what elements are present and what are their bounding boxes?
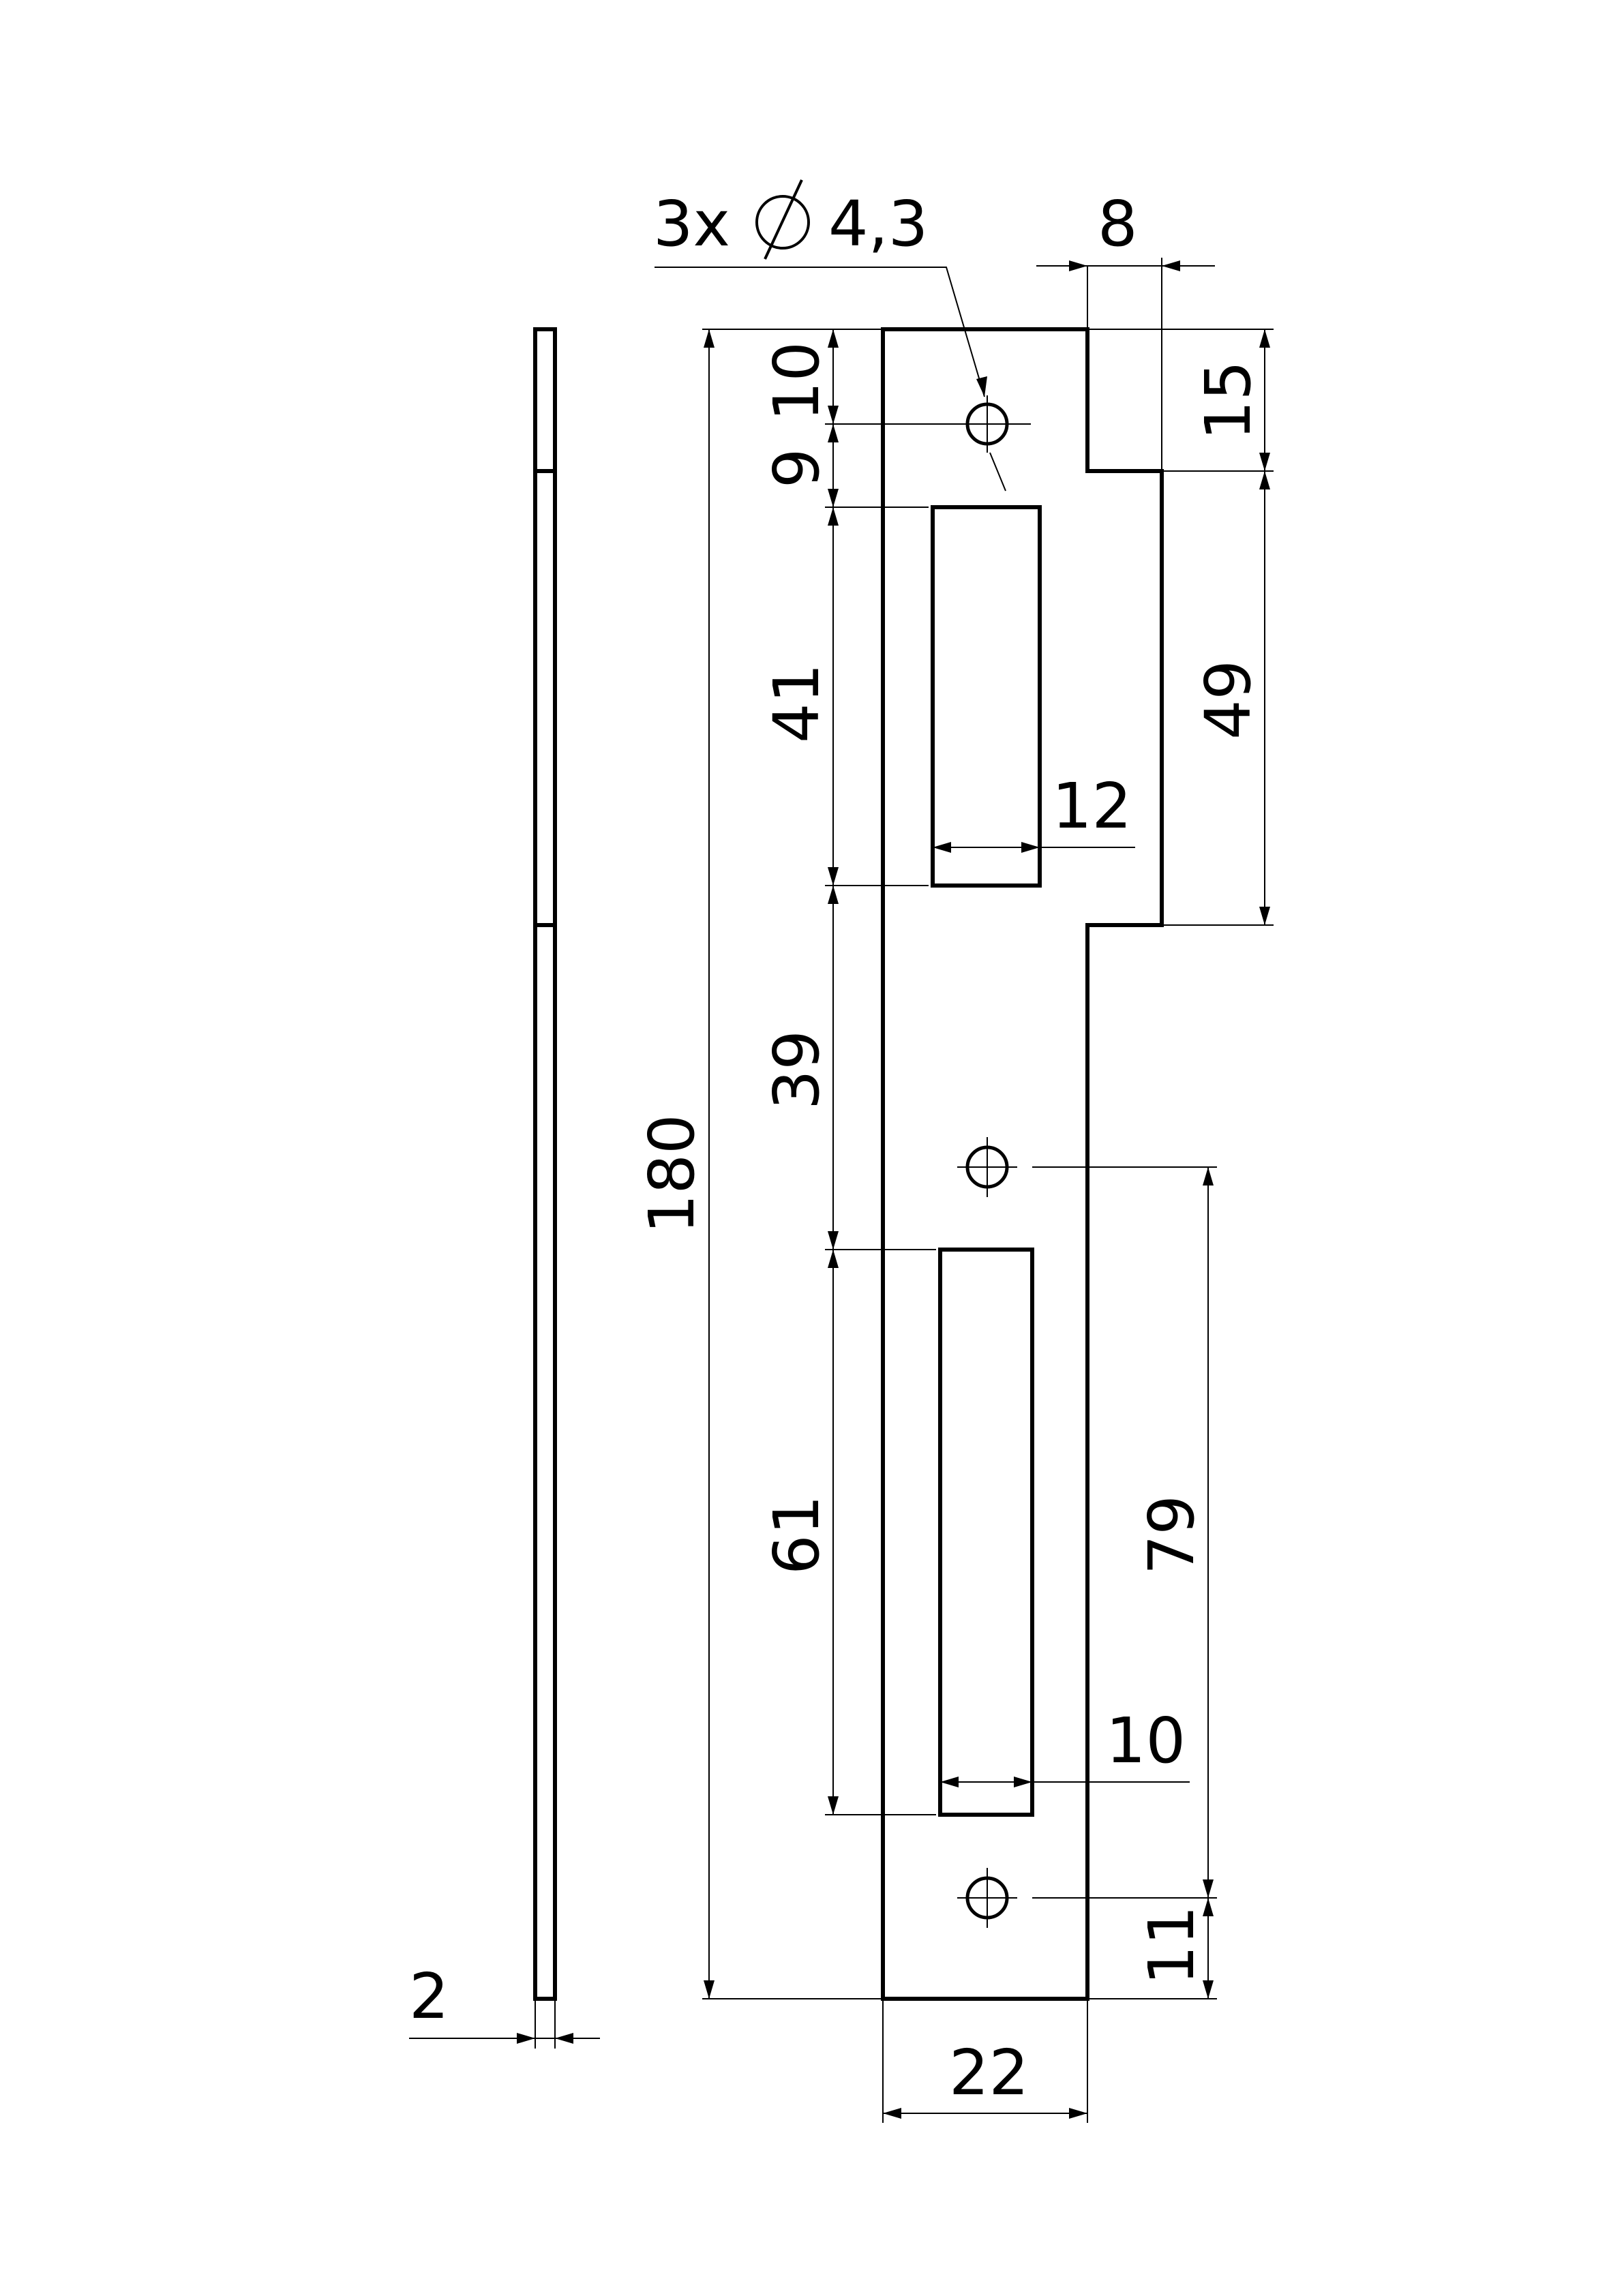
plate-width-label: 22	[949, 2036, 1029, 2109]
plate-thickness-label: 2	[409, 1960, 449, 2033]
overall-length-label: 180	[635, 1114, 708, 1234]
mounting-hole-middle	[957, 1137, 1017, 1197]
lower-slot	[938, 1248, 1034, 1817]
hole-diameter-label: 4,3	[828, 187, 928, 260]
upper-slot	[931, 505, 1042, 888]
side-view	[533, 327, 557, 2001]
lower-slot-width-label: 10	[1106, 1704, 1186, 1777]
lip-length-label: 49	[1192, 660, 1265, 740]
hole-count-label: 3x	[653, 187, 730, 260]
bottom-hole-offset-label: 11	[1135, 1905, 1208, 1985]
slot-gap-label: 39	[760, 1030, 833, 1110]
top-to-hole-label: 10	[760, 342, 833, 421]
dimension-labels: 3x 4,3 8 12 10 22 2 180 10 9 41 39 61 15…	[409, 179, 1265, 2109]
upper-slot-width-label: 12	[1052, 770, 1132, 843]
front-view	[825, 327, 1164, 2001]
extension-lines	[535, 258, 1274, 2123]
plate-outline	[881, 327, 1164, 2001]
mounting-hole-top	[825, 395, 1031, 453]
side-view-outline	[533, 327, 557, 2001]
hole-callout-leader	[655, 267, 985, 397]
lower-slot-length-label: 61	[760, 1495, 833, 1575]
dimension-lines	[409, 260, 1270, 2119]
hole-to-slot-label: 9	[760, 448, 833, 488]
diameter-icon	[755, 179, 810, 260]
lip-top-offset-label: 15	[1192, 361, 1265, 440]
hole-spacing-label: 79	[1135, 1495, 1208, 1575]
upper-slot-length-label: 41	[760, 663, 833, 743]
top-notch-width-label: 8	[1098, 187, 1138, 260]
mounting-hole-bottom	[957, 1868, 1017, 1928]
